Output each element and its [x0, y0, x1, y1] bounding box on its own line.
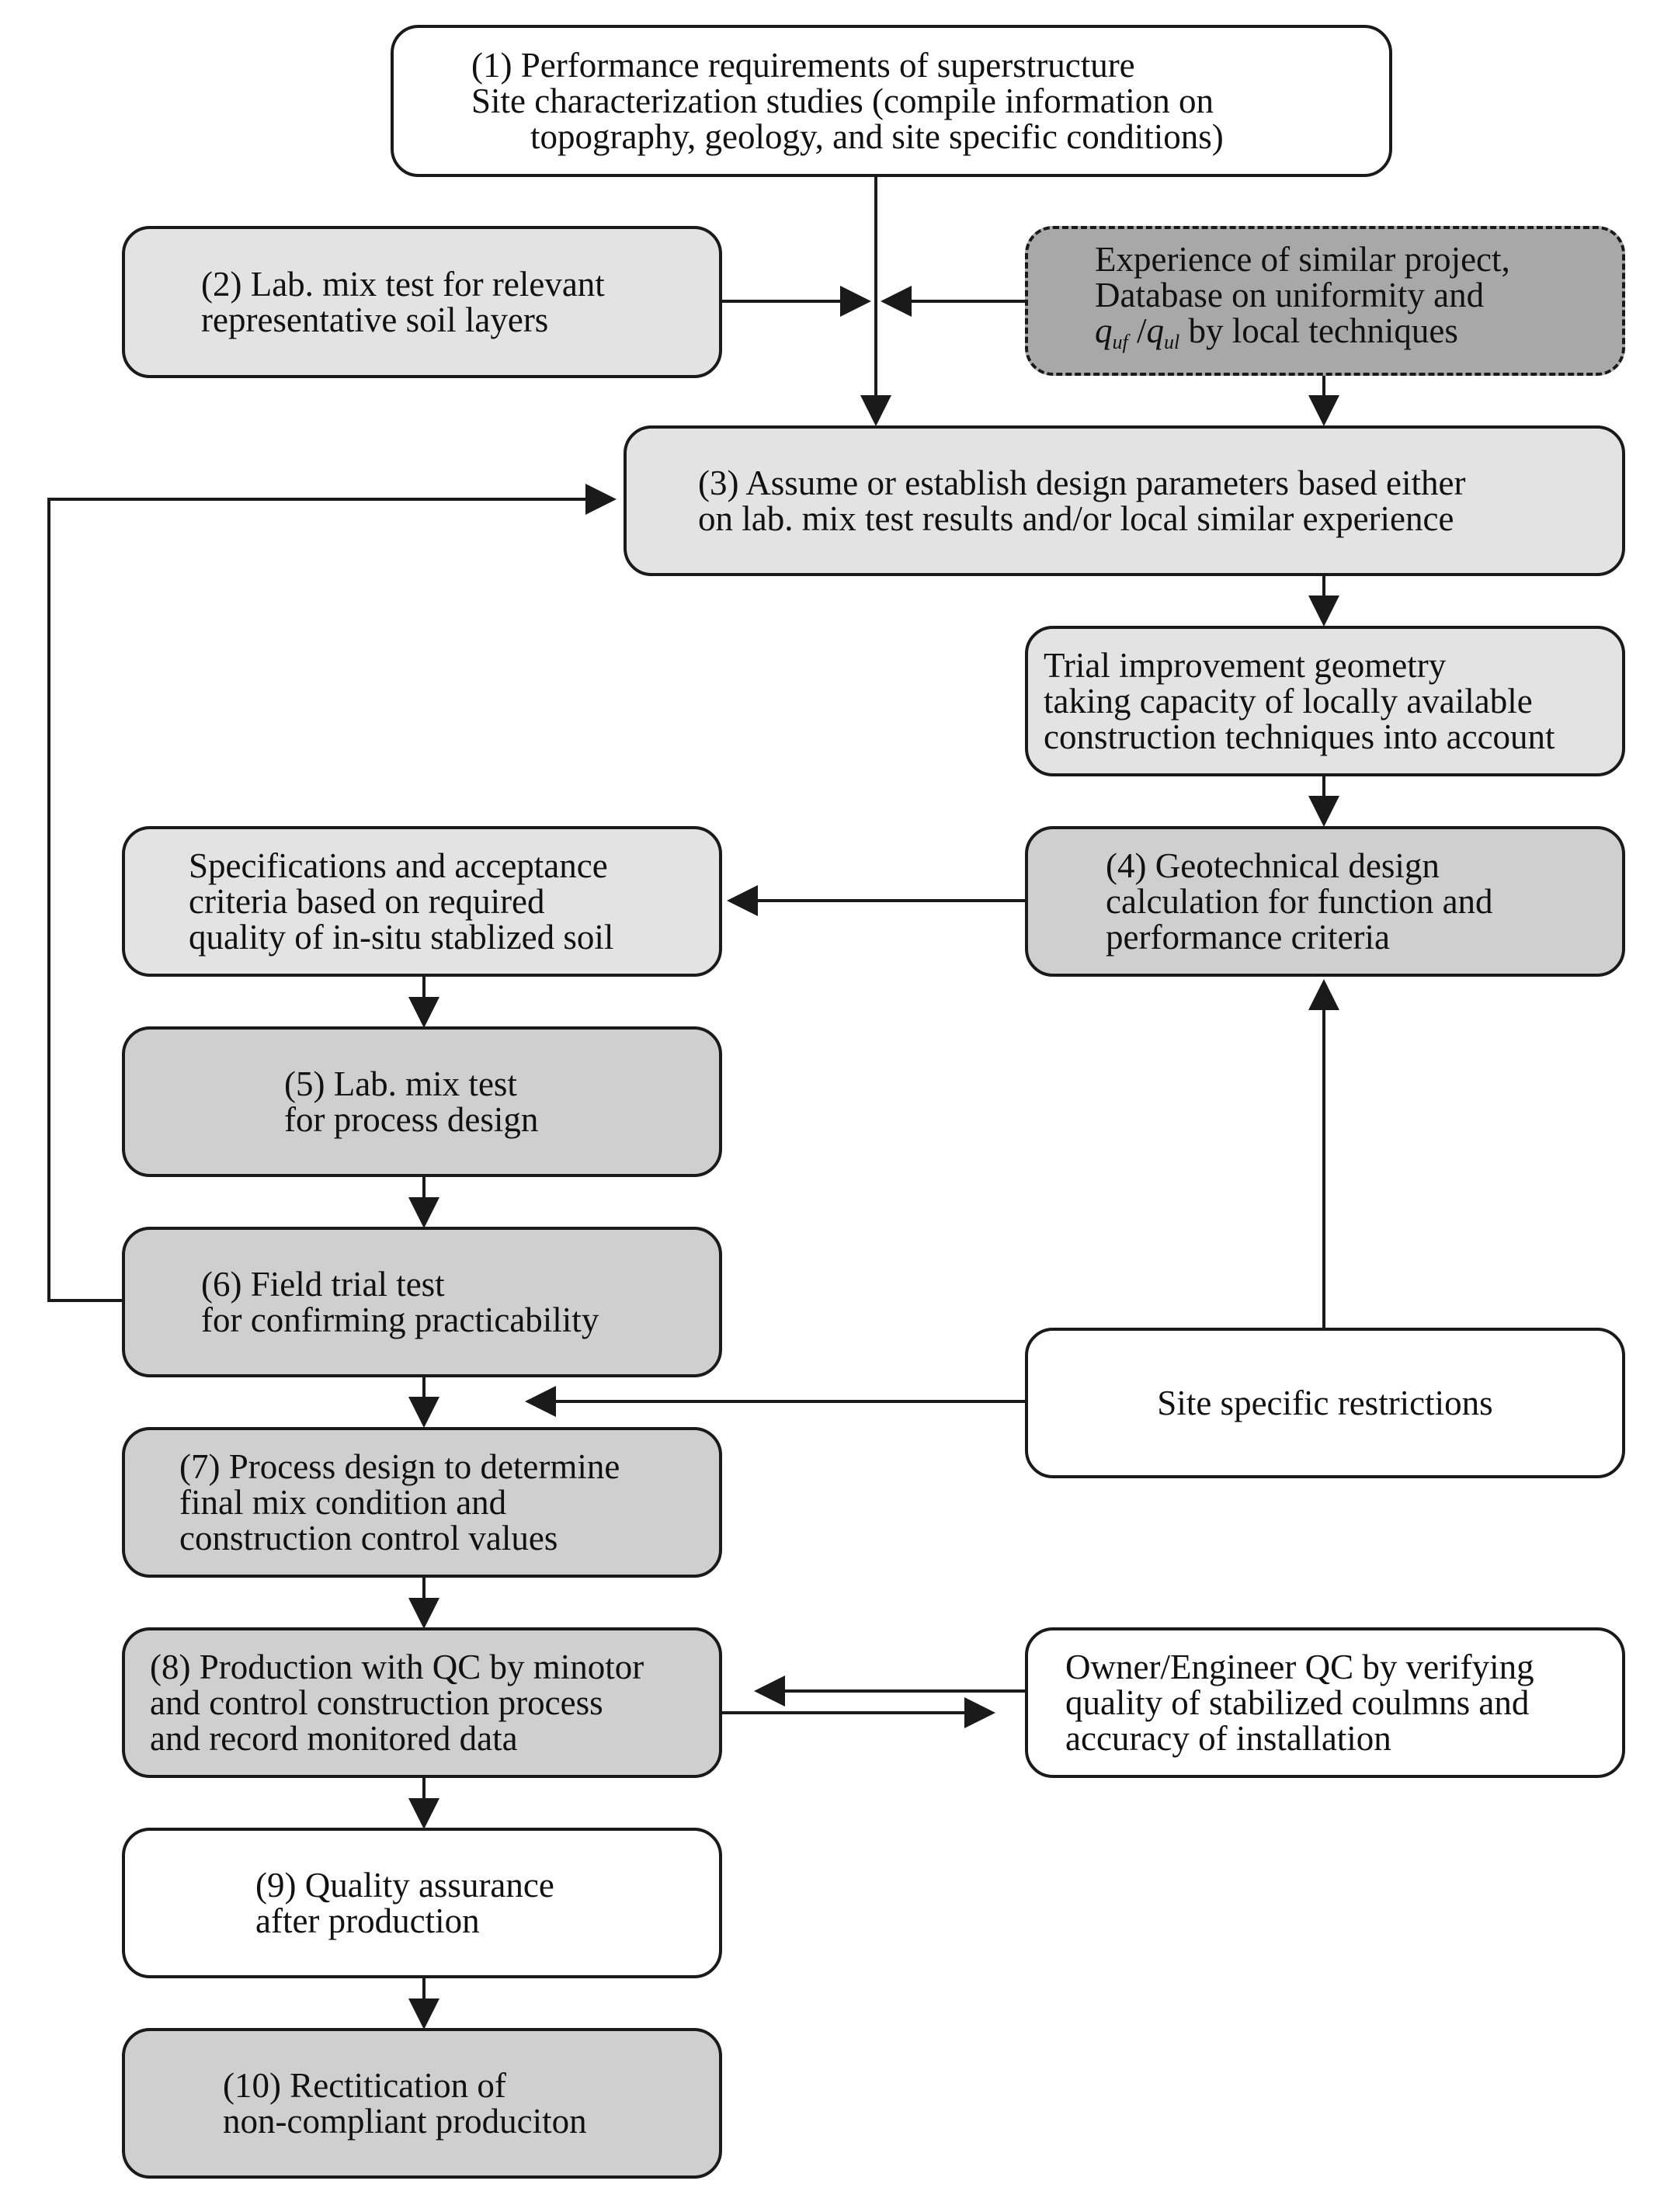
node-1-performance-requirements: (1) Performance requirements of superstr…	[391, 25, 1392, 177]
node-text: Site specific restrictions	[1157, 1384, 1493, 1422]
node-text: performance criteria	[1106, 918, 1390, 957]
arrow-6-feedback-to-3	[47, 484, 617, 1302]
node-trial-improvement-geometry: Trial improvement geometry taking capaci…	[1025, 626, 1625, 776]
symbol-q: q	[1146, 311, 1165, 350]
node-text: for process design	[284, 1100, 539, 1139]
node-text: quality of in-situ stablized soil	[189, 918, 614, 957]
node-text: Experience of similar project,	[1095, 240, 1510, 279]
node-9-quality-assurance: (9) Quality assurance after production	[122, 1828, 722, 1978]
subscript-uf: uf	[1112, 331, 1128, 353]
node-text: quality of stabilized coulmns and	[1065, 1683, 1530, 1722]
node-text: (10) Rectitication of	[223, 2066, 506, 2105]
node-text-ratio: quf /qul by local techniques	[1095, 313, 1588, 360]
node-6-field-trial-test: (6) Field trial test for confirming prac…	[122, 1227, 722, 1377]
node-text: Database on uniformity and	[1095, 276, 1485, 314]
node-text: (3) Assume or establish design parameter…	[698, 464, 1466, 502]
node-text: calculation for function and	[1106, 882, 1493, 921]
node-text: taking capacity of locally available	[1044, 682, 1533, 721]
symbol-slash: /	[1127, 311, 1147, 350]
node-2-lab-mix-test: (2) Lab. mix test for relevant represent…	[122, 226, 722, 378]
node-text: and record monitored data	[150, 1719, 518, 1758]
node-text: (8) Production with QC by minotor	[150, 1648, 644, 1686]
node-text: Site characterization studies (compile i…	[471, 82, 1214, 120]
node-text: construction techniques into account	[1044, 717, 1555, 756]
node-text: Specifications and acceptance	[189, 846, 608, 885]
node-text: (4) Geotechnical design	[1106, 846, 1440, 885]
node-text: topography, geology, and site specific c…	[530, 117, 1224, 156]
node-7-process-design: (7) Process design to determine final mi…	[122, 1427, 722, 1578]
node-text: non-compliant produciton	[223, 2102, 587, 2141]
node-text: final mix condition and	[179, 1483, 507, 1522]
node-text: Owner/Engineer QC by verifying	[1065, 1648, 1534, 1686]
node-text: on lab. mix test results and/or local si…	[698, 499, 1454, 538]
node-4-geotechnical-design: (4) Geotechnical design calculation for …	[1025, 826, 1625, 977]
node-text: and control construction process	[150, 1683, 603, 1722]
node-text: criteria based on required	[189, 882, 545, 921]
node-10-rectification: (10) Rectitication of non-compliant prod…	[122, 2028, 722, 2179]
node-experience-database: Experience of similar project, Database …	[1025, 226, 1625, 376]
node-text: after production	[255, 1901, 480, 1940]
node-owner-engineer-qc: Owner/Engineer QC by verifying quality o…	[1025, 1627, 1625, 1778]
node-text: (6) Field trial test	[201, 1265, 445, 1304]
node-text: representative soil layers	[201, 300, 549, 339]
node-text: construction control values	[179, 1519, 558, 1557]
subscript-ul: ul	[1164, 331, 1180, 353]
node-text: (9) Quality assurance	[255, 1866, 554, 1905]
node-site-specific-restrictions: Site specific restrictions	[1025, 1328, 1625, 1478]
node-text: accuracy of installation	[1065, 1719, 1391, 1758]
node-text: (1) Performance requirements of superstr…	[471, 46, 1135, 85]
node-text: (2) Lab. mix test for relevant	[201, 265, 605, 304]
node-8-production-qc: (8) Production with QC by minotor and co…	[122, 1627, 722, 1778]
node-text: by local techniques	[1179, 311, 1458, 350]
node-specifications-acceptance: Specifications and acceptance criteria b…	[122, 826, 722, 977]
node-3-design-parameters: (3) Assume or establish design parameter…	[624, 425, 1625, 576]
node-text: for confirming practicability	[201, 1300, 599, 1339]
node-text: (7) Process design to determine	[179, 1447, 620, 1486]
node-text: (5) Lab. mix test	[284, 1064, 517, 1103]
node-5-lab-mix-process-design: (5) Lab. mix test for process design	[122, 1026, 722, 1177]
symbol-q: q	[1095, 311, 1113, 350]
node-text: Trial improvement geometry	[1044, 646, 1447, 685]
